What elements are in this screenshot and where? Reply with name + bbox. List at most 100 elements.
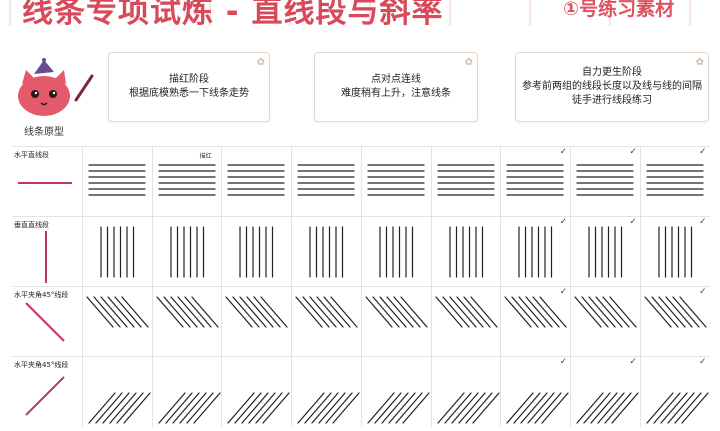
check-mark-icon: ✓ <box>629 357 637 367</box>
page-subtitle: ①号练习素材 <box>563 0 675 20</box>
sample-cell: 水平夹角45°线段 <box>12 357 82 427</box>
practice-lines <box>504 296 567 328</box>
practice-cell <box>360 287 431 357</box>
check-mark-icon: ✓ <box>699 147 707 157</box>
row-label: 水平夹角45°线段 <box>14 291 69 299</box>
practice-lines <box>367 164 425 196</box>
sample-cell: 水平直线段 <box>12 147 82 217</box>
practice-cell: ✓ <box>500 147 570 217</box>
practice-lines <box>576 392 639 424</box>
practice-lines <box>436 164 495 196</box>
check-mark-icon: ✓ <box>559 217 568 227</box>
practice-row-horizontal: 水平直线段 描红 ✓ ✓ ✓ <box>12 146 710 217</box>
check-mark-icon: ✓ <box>629 217 637 227</box>
check-mark-icon: ✓ <box>559 357 568 367</box>
practice-lines <box>645 164 704 196</box>
practice-cell <box>291 217 361 287</box>
step-description: 参考前两组的线段长度以及线与线的间隔 <box>522 81 702 92</box>
practice-lines <box>436 392 500 424</box>
practice-lines <box>448 226 483 278</box>
row-label: 水平直线段 <box>14 151 49 159</box>
witch-cat-mascot-icon <box>14 56 98 120</box>
practice-lines <box>158 392 221 424</box>
practice-lines <box>227 164 285 196</box>
step-title: 自力更生阶段 <box>582 67 642 78</box>
tracing-note: 描红 <box>199 153 212 160</box>
practice-cell: ✓ <box>500 357 570 427</box>
page-title: 线条专项试炼 - 直线段与斜率 <box>22 0 444 30</box>
practice-cell <box>430 357 501 427</box>
practice-cell <box>569 287 640 357</box>
practice-lines <box>506 164 564 196</box>
practice-cell <box>221 147 291 217</box>
practice-cell <box>221 217 291 287</box>
step-title: 描红阶段 <box>169 74 209 85</box>
sample-line <box>45 231 47 283</box>
page-header: 线条专项试炼 - 直线段与斜率 ①号练习素材 <box>0 0 720 30</box>
practice-lines <box>295 296 358 328</box>
practice-lines <box>574 296 637 328</box>
practice-lines <box>227 392 290 424</box>
practice-cell: 描红 <box>151 147 222 217</box>
practice-lines <box>657 226 692 278</box>
practice-cell <box>82 357 152 427</box>
check-mark-icon: ✓ <box>559 147 568 157</box>
step-description: 难度稍有上升，注意线条 <box>341 88 451 99</box>
check-mark-icon: ✓ <box>559 287 568 297</box>
practice-lines <box>309 226 344 278</box>
check-mark-icon: ✓ <box>699 357 707 367</box>
practice-lines <box>88 164 146 196</box>
practice-cell <box>430 287 501 357</box>
practice-grid: 水平直线段 描红 ✓ ✓ ✓ 垂直直线段 ✓ ✓ ✓ 水平夹角45°线段 ✓ ✓ 水平夹角45°线段 ✓ ✓… <box>12 146 710 427</box>
practice-cell <box>430 147 501 217</box>
practice-lines <box>434 296 498 328</box>
row-label: 垂直直线段 <box>14 221 49 229</box>
practice-cell: ✓ <box>500 217 570 287</box>
practice-cell <box>82 147 152 217</box>
practice-cell <box>151 357 222 427</box>
practice-cell: ✓ <box>639 147 710 217</box>
practice-lines <box>367 392 430 424</box>
practice-lines <box>365 296 428 328</box>
check-mark-icon: ✓ <box>629 147 637 157</box>
step-card-tracing: 描红阶段 根据底模熟悉一下线条走势 ✿ <box>108 52 270 122</box>
practice-cell: ✓ <box>639 287 710 357</box>
flower-decoration-icon: ✿ <box>695 57 704 68</box>
practice-cell <box>151 217 222 287</box>
sample-cell: 垂直直线段 <box>12 217 82 287</box>
practice-row-diag-down: 水平夹角45°线段 ✓ ✓ <box>12 286 710 357</box>
practice-cell <box>291 147 361 217</box>
practice-row-vertical: 垂直直线段 ✓ ✓ ✓ <box>12 216 710 287</box>
check-mark-icon: ✓ <box>699 217 707 227</box>
sample-cell: 水平夹角45°线段 <box>12 287 82 357</box>
practice-cell: ✓ <box>569 217 640 287</box>
practice-lines <box>156 296 219 328</box>
practice-lines <box>576 164 634 196</box>
check-mark-icon: ✓ <box>699 287 707 297</box>
sample-line <box>25 302 65 342</box>
step-description: 根据底模熟悉一下线条走势 <box>129 88 249 99</box>
step-card-point-to-point: 点对点连线 难度稍有上升，注意线条 ✿ <box>314 52 478 122</box>
practice-lines <box>506 392 569 424</box>
practice-cell: ✓ <box>569 147 640 217</box>
practice-lines <box>645 392 709 424</box>
practice-lines <box>643 296 707 328</box>
practice-lines <box>170 226 204 278</box>
practice-lines <box>225 296 288 328</box>
practice-lines <box>239 226 274 278</box>
practice-cell: ✓ <box>639 217 710 287</box>
flower-decoration-icon: ✿ <box>256 57 265 68</box>
practice-cell <box>151 287 222 357</box>
practice-cell <box>360 357 431 427</box>
practice-lines <box>588 226 622 278</box>
practice-lines <box>297 392 360 424</box>
practice-lines <box>88 392 151 424</box>
practice-row-diag-up: 水平夹角45°线段 ✓ ✓ ✓ <box>12 356 710 427</box>
step-card-freehand: 自力更生阶段 参考前两组的线段长度以及线与线的间隔 徒手进行线段练习 ✿ <box>515 52 709 122</box>
practice-lines <box>100 226 135 278</box>
practice-lines <box>379 226 413 278</box>
practice-cell <box>430 217 501 287</box>
practice-cell <box>82 217 152 287</box>
practice-cell <box>82 287 152 357</box>
practice-lines <box>158 164 216 196</box>
